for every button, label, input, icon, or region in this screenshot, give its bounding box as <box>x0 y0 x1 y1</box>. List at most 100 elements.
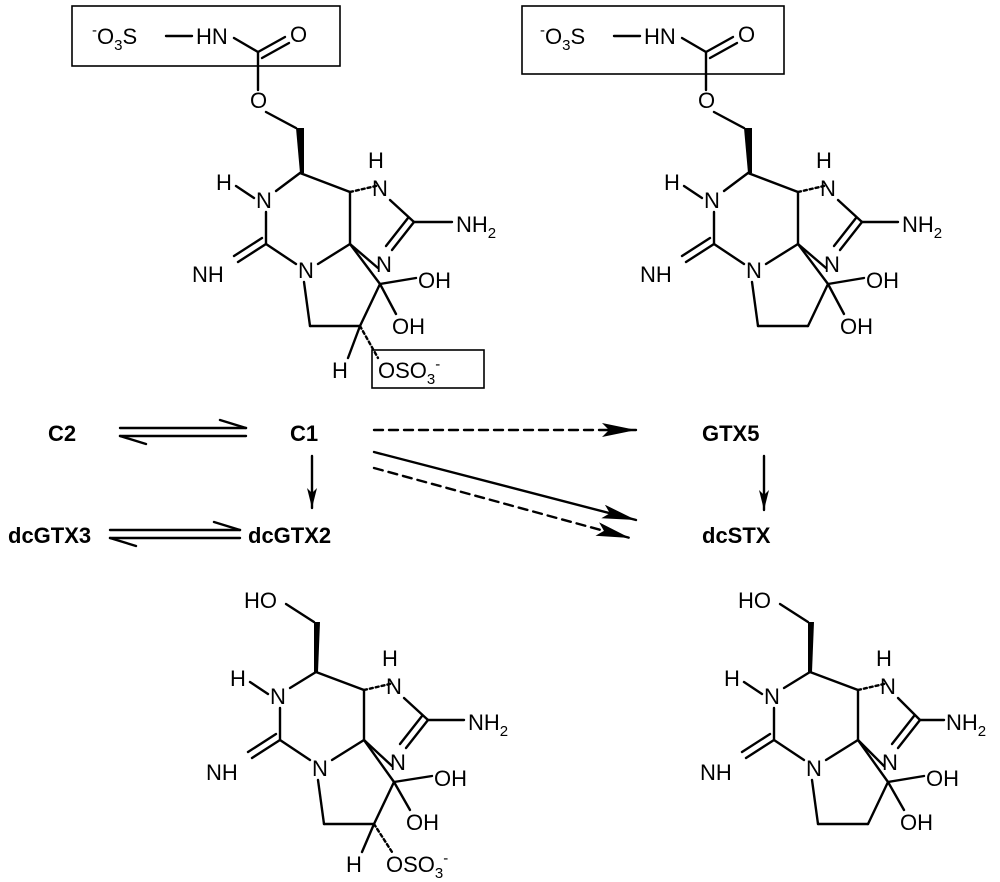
bond-c2-nh-1 <box>684 242 716 264</box>
hash-c5-n7 <box>362 682 392 692</box>
arrow-c1-dcstx-dashed <box>372 466 632 540</box>
oh1-label: OH <box>434 766 467 791</box>
ring-c2-n3 <box>278 738 312 762</box>
eq-back-barb <box>118 434 148 446</box>
ring-n7-c8 <box>896 696 922 722</box>
bond-c11-h <box>346 324 362 360</box>
oh1-label: OH <box>418 268 451 293</box>
bond-o-ch2 <box>712 110 746 130</box>
dcstx-structure: HO N H NH N N H NH2 N OH OH <box>700 588 986 835</box>
n7-label: N <box>820 176 836 201</box>
ring-c2-n3 <box>264 242 298 266</box>
nh2-label: NH2 <box>902 212 942 242</box>
h-n1-label: H <box>216 170 232 195</box>
ring-c4-n9 <box>362 738 394 768</box>
ring-c4-c12 <box>362 738 396 784</box>
oso3-label: OSO3- <box>386 850 448 882</box>
n1-label: N <box>256 188 272 213</box>
h-n1-label: H <box>664 170 680 195</box>
bond-n-c <box>232 36 260 54</box>
reaction-arrows: C2 C1 GTX5 dcGTX3 dcGTX2 dcSTX GTX5 dash… <box>8 418 771 548</box>
carbonyl-o-label: O <box>738 22 755 47</box>
ring-c8-n9-2 <box>384 216 410 248</box>
imine-nh-label: NH <box>206 760 238 785</box>
ring-c8-n9-2 <box>398 714 424 746</box>
ring-c6-n1 <box>274 171 302 193</box>
ring-c8-n9-2 <box>832 216 858 248</box>
label-c2: C2 <box>48 421 76 446</box>
ring-c6-n1 <box>782 670 812 690</box>
imine-nh-label: NH <box>640 262 672 287</box>
h-n7-label: H <box>876 646 892 671</box>
ho-label: HO <box>738 588 771 613</box>
h-n1-label: H <box>230 666 246 691</box>
ring-n3-c10 <box>316 778 326 826</box>
ring-c8-n9-1 <box>404 718 430 750</box>
hash-c11-oso3 <box>358 324 380 360</box>
ring-c6-n1 <box>288 670 318 690</box>
h-n7-label: H <box>816 148 832 173</box>
h-n7-label: H <box>368 148 384 173</box>
bond-n1-h <box>682 184 704 200</box>
eq-forward-barb <box>218 418 248 430</box>
ring-n7-c8 <box>402 696 430 722</box>
bond-c2-nh-2 <box>246 732 278 754</box>
n9-label: N <box>882 750 898 775</box>
bond-c12-oh2 <box>392 780 412 812</box>
bond-c12-oh2 <box>826 282 846 316</box>
sulfocarbamoyl-box <box>71 5 341 67</box>
wedge-c6 <box>744 128 752 173</box>
bond-c12-oh1 <box>378 276 418 286</box>
bond-c12-oh1 <box>886 774 926 784</box>
o3s-label: -O3S <box>92 22 137 54</box>
bond-n1-h <box>248 680 270 696</box>
bond-c-o-double-1 <box>256 35 287 54</box>
eq-back-barb <box>108 536 138 548</box>
ring-c5-c6 <box>314 670 366 692</box>
label-gtx5: GTX5 <box>702 421 759 446</box>
n3-label: N <box>298 258 314 283</box>
hn-label: HN <box>196 24 228 49</box>
hash-c5-n7 <box>856 682 886 692</box>
bond-c2-nh-1 <box>744 738 776 760</box>
hn-label: HN <box>644 24 676 49</box>
o3s-label: -O3S <box>540 22 585 54</box>
sulfocarbamoyl-box <box>521 5 785 75</box>
ring-c2-n3 <box>712 242 746 266</box>
bond-c2-nh-2 <box>680 236 712 258</box>
wedge-c6 <box>808 622 814 672</box>
ring-c4-c12 <box>856 738 890 784</box>
oh1-label: OH <box>866 268 899 293</box>
ring-c8-n9-2 <box>890 714 916 746</box>
label-dcgtx3: dcGTX3 <box>8 523 91 548</box>
bond-n-c <box>680 36 708 54</box>
sulfate-box <box>371 349 485 389</box>
hash-c5-n7 <box>796 184 826 194</box>
oh2-label: OH <box>392 314 425 339</box>
n7-label: N <box>880 674 896 699</box>
oh2-label: OH <box>840 314 873 339</box>
ring-c2-n3 <box>772 738 806 762</box>
ester-o-label: O <box>698 88 715 113</box>
ring-c11-c12 <box>866 780 890 826</box>
ring-n3-c4 <box>764 242 800 266</box>
ring-n3-c10 <box>302 280 312 328</box>
ring-n3-c10 <box>810 778 820 826</box>
ho-label: HO <box>244 588 277 613</box>
n3-label: N <box>806 756 822 781</box>
bond-c2-nh-2 <box>232 236 264 258</box>
h-n7-label: H <box>382 646 398 671</box>
n9-label: N <box>824 252 840 277</box>
n7-label: N <box>386 674 402 699</box>
label-c1: C1 <box>290 421 318 446</box>
ring-n3-c4 <box>824 738 860 762</box>
ring-n3-c4 <box>316 242 352 266</box>
label-dcgtx2: dcGTX2 <box>248 523 331 548</box>
h-n1-label: H <box>724 666 740 691</box>
label-dcstx: dcSTX <box>702 523 771 548</box>
gtx5-structure: -O3S HN O O N H NH N N H NH2 N <box>521 5 942 339</box>
bond-o-ch2 <box>778 602 810 624</box>
bond-c12-oh2 <box>378 282 398 316</box>
bond-c2-nh-1 <box>250 738 282 760</box>
ring-c4-c12 <box>348 242 382 286</box>
